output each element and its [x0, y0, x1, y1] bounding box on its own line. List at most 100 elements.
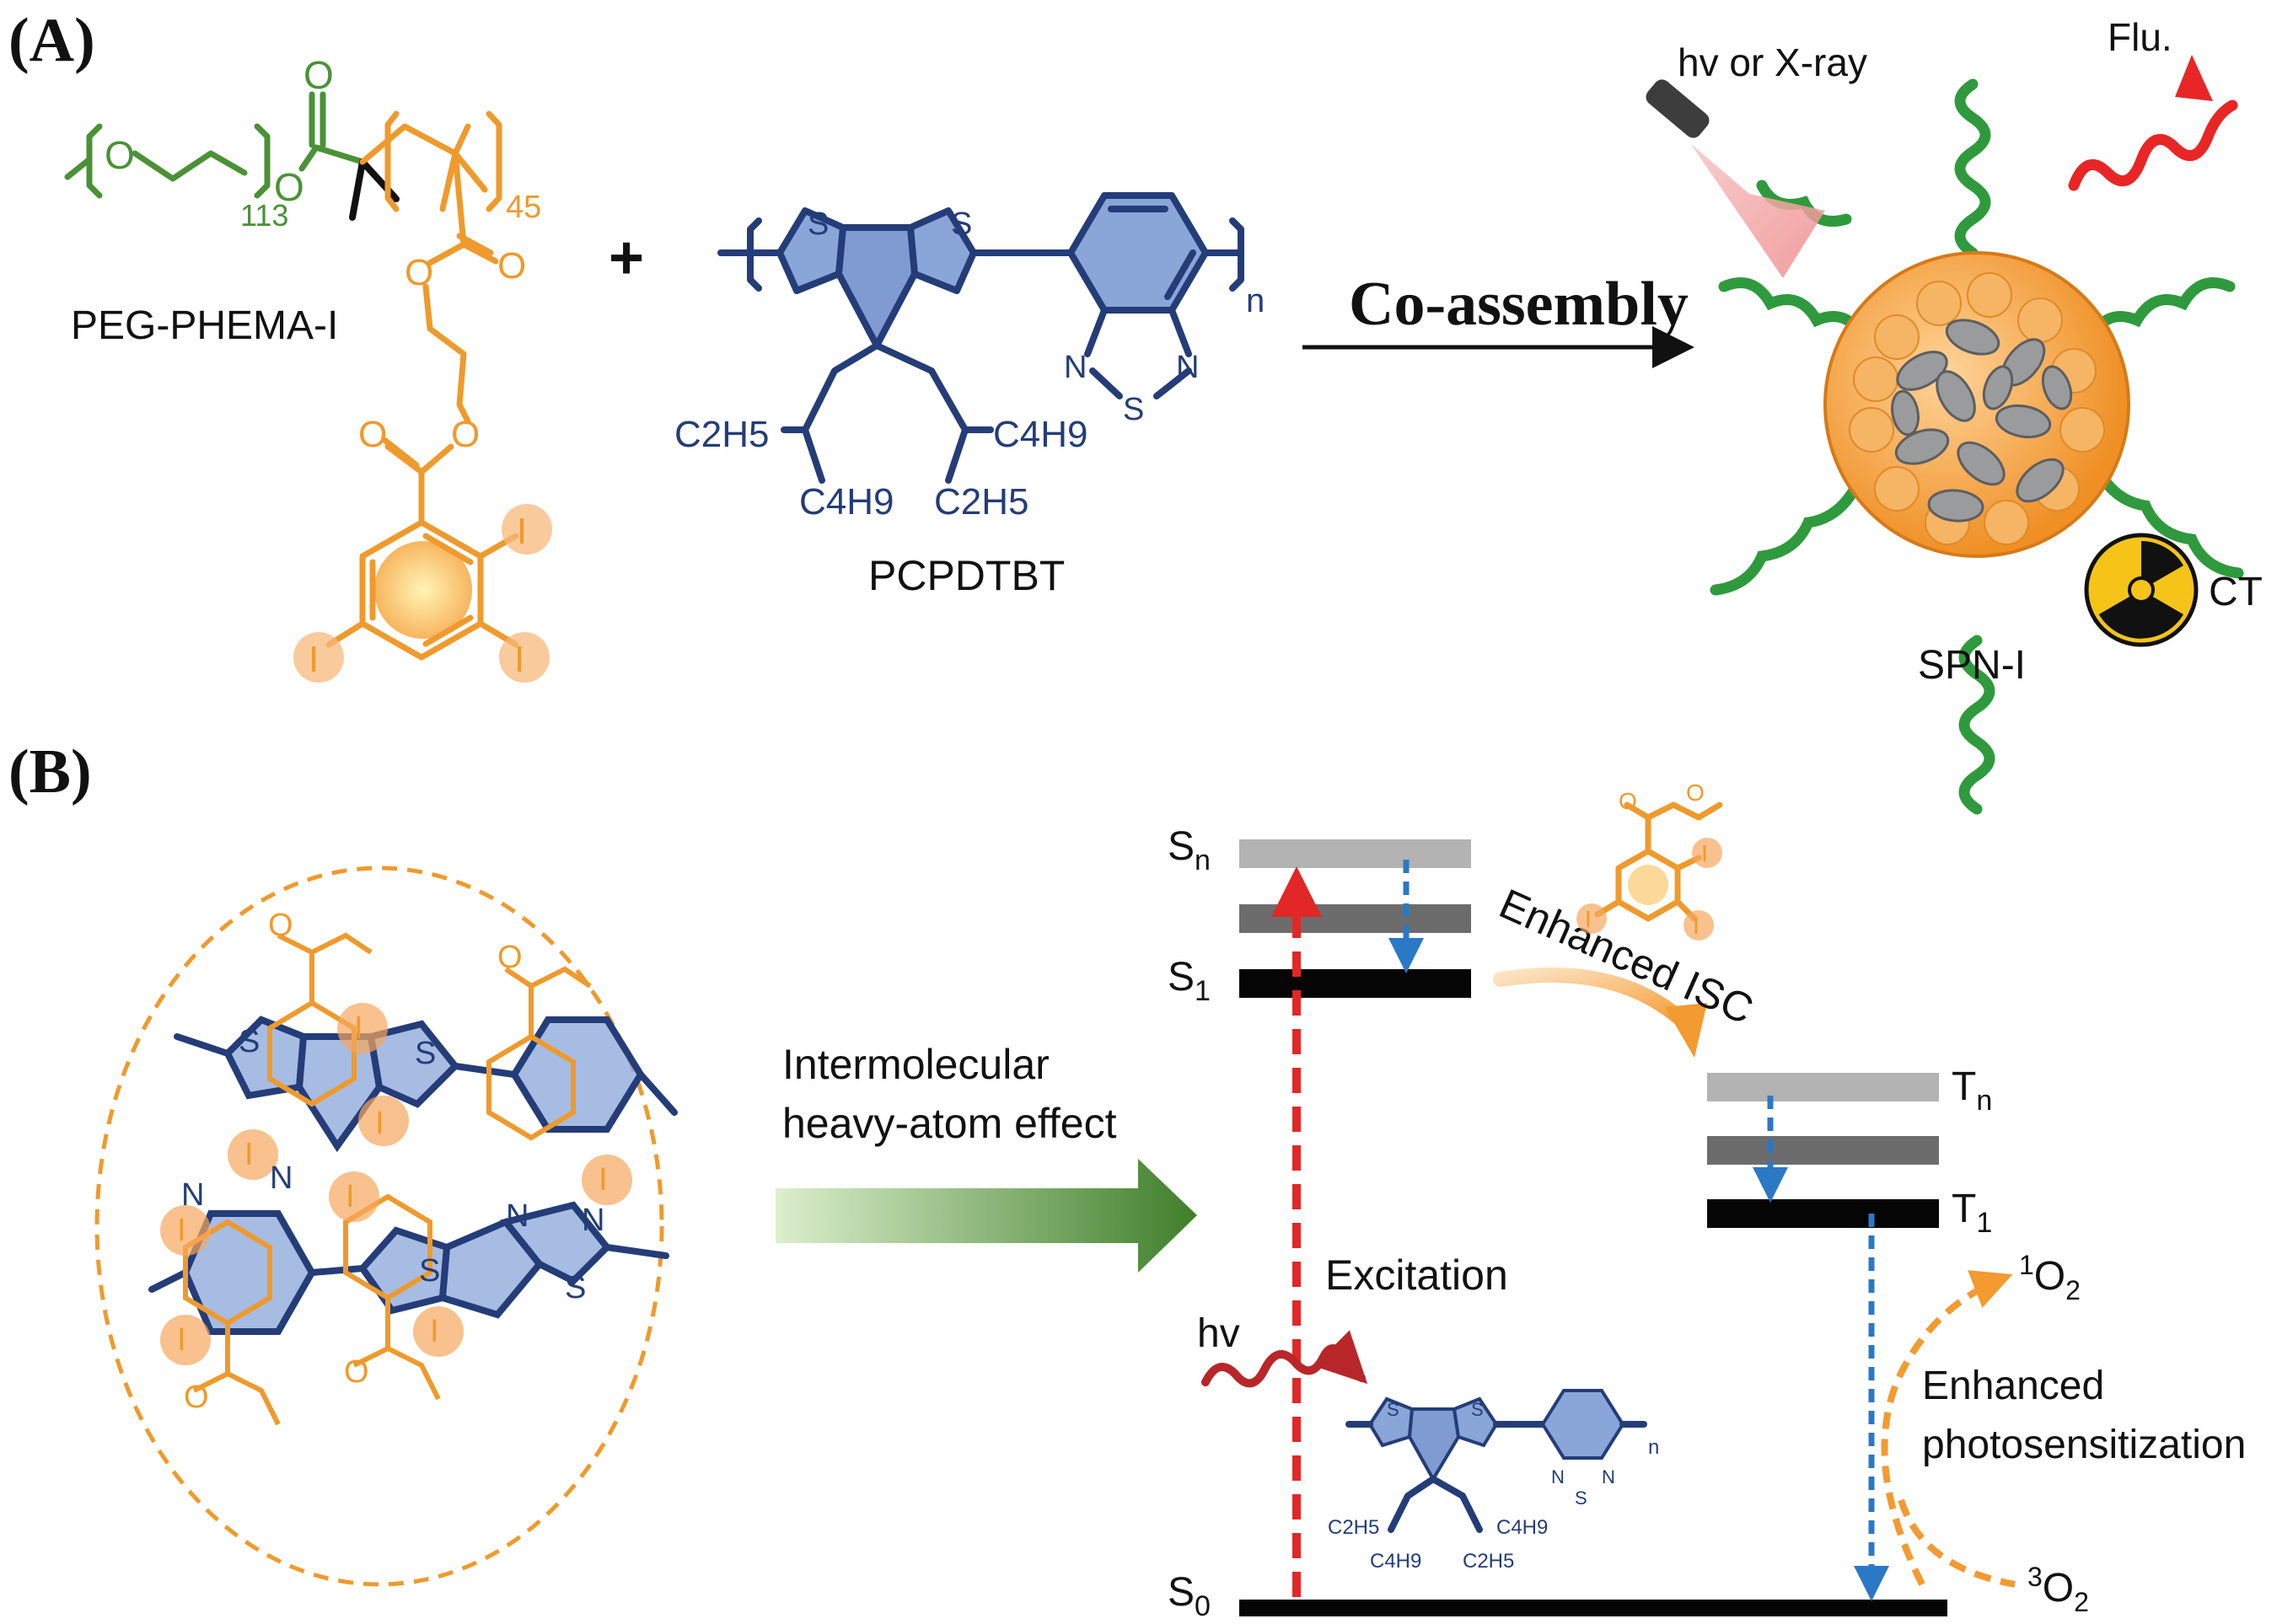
svg-text:I: I	[517, 511, 527, 552]
heavy-atom-effect-arrow: Intermolecular heavy-atom effect	[776, 1041, 1197, 1273]
molecular-packing-circle: S S S S N N N N I I I I I I I I O O O O	[94, 866, 678, 1587]
panel-label-b: (B)	[8, 737, 92, 807]
svg-text:hv: hv	[1197, 1311, 1240, 1356]
svg-text:S: S	[1471, 1399, 1484, 1420]
svg-text:Enhanced: Enhanced	[1922, 1364, 2104, 1408]
svg-text:C4H9: C4H9	[993, 414, 1088, 455]
level-t-mid	[1707, 1136, 1939, 1165]
svg-text:O: O	[303, 53, 334, 97]
level-tn	[1707, 1073, 1939, 1101]
svg-text:C2H5: C2H5	[1328, 1516, 1379, 1539]
svg-text:3O2: 3O2	[2027, 1562, 2089, 1617]
pcpdtbt-structure: S S n N N S C2H5 C4H9 C4H9 C2H5 PCPDTBT	[674, 192, 1265, 599]
jablonski-diagram: Sn S1 Tn T1 S0 Excitation Enhanced ISC O…	[1168, 780, 2246, 1622]
level-s0	[1239, 1600, 1947, 1616]
svg-text:I: I	[309, 639, 319, 680]
svg-text:I: I	[346, 1179, 355, 1214]
peg-repeat-count: 113	[240, 198, 288, 233]
svg-text:1O2: 1O2	[2019, 1250, 2081, 1305]
radiation-icon	[2084, 533, 2199, 647]
photosensitization: Enhanced photosensitization 1O2 3O2	[1881, 1250, 2246, 1617]
hv-photon: hv	[1197, 1311, 1368, 1388]
svg-text:I: I	[1701, 840, 1708, 866]
svg-text:S: S	[1387, 1399, 1399, 1420]
svg-text:N: N	[1064, 350, 1087, 385]
svg-text:O: O	[497, 940, 523, 975]
svg-text:I: I	[375, 1106, 384, 1141]
svg-text:I: I	[599, 1162, 608, 1198]
svg-text:O: O	[497, 245, 526, 287]
svg-text:N: N	[1551, 1466, 1565, 1487]
isc-arrow	[1493, 967, 1707, 1058]
svg-text:O: O	[105, 133, 135, 177]
svg-text:S: S	[808, 206, 829, 242]
spn-i-nanoparticle: hv or X-ray Flu. SPN-I CT	[1646, 15, 2263, 815]
svg-text:I: I	[1585, 906, 1592, 932]
svg-text:S1: S1	[1168, 955, 1211, 1007]
co-assembly-arrow: Co-assembly	[1302, 270, 1694, 368]
svg-text:O: O	[1686, 780, 1705, 806]
svg-text:hv or X-ray: hv or X-ray	[1678, 40, 1867, 84]
svg-text:Co-assembly: Co-assembly	[1349, 270, 1689, 339]
level-t1	[1707, 1199, 1939, 1228]
svg-text:C2H5: C2H5	[674, 414, 770, 455]
svg-text:S: S	[415, 1036, 436, 1071]
np-texture	[1849, 272, 2105, 545]
svg-text:N: N	[181, 1177, 204, 1213]
svg-text:Sn: Sn	[1168, 824, 1211, 876]
svg-text:N: N	[506, 1198, 529, 1234]
svg-text:O: O	[358, 414, 387, 455]
svg-text:Intermolecular: Intermolecular	[782, 1041, 1050, 1088]
light-source-icon	[1646, 79, 1825, 278]
peg-phema-i-structure: O O 113 O 45 PEG-PHEMA-I	[64, 53, 541, 348]
svg-text:T1: T1	[1952, 1187, 1992, 1239]
excitation-label: Excitation	[1325, 1251, 1508, 1299]
plus-sign: +	[609, 224, 644, 292]
svg-text:Tn: Tn	[1952, 1064, 1992, 1117]
svg-text:heavy-atom effect: heavy-atom effect	[782, 1100, 1117, 1147]
svg-text:C2H5: C2H5	[1463, 1550, 1514, 1573]
svg-text:C4H9: C4H9	[1496, 1516, 1548, 1539]
svg-text:n: n	[1246, 282, 1265, 319]
peg-helices	[1710, 78, 2244, 815]
svg-text:S: S	[1123, 392, 1144, 427]
peg-phema-i-label: PEG-PHEMA-I	[71, 303, 338, 348]
level-sn	[1239, 839, 1471, 868]
svg-text:n: n	[1648, 1436, 1659, 1459]
level-s-mid	[1239, 904, 1471, 933]
polymer-domains	[1891, 319, 2073, 523]
svg-text:I: I	[514, 639, 524, 680]
iodobenzoate-icon: O O I I I	[1576, 780, 1723, 941]
svg-text:N: N	[582, 1203, 604, 1238]
svg-text:Flu.: Flu.	[2108, 15, 2172, 59]
pcpdtbt-label: PCPDTBT	[868, 552, 1065, 599]
svg-text:N: N	[270, 1160, 293, 1196]
svg-text:O: O	[405, 252, 433, 293]
svg-text:O: O	[184, 1380, 209, 1415]
svg-text:C4H9: C4H9	[1370, 1550, 1421, 1573]
svg-text:S: S	[565, 1270, 586, 1305]
svg-text:I: I	[354, 1010, 363, 1046]
svg-text:O: O	[451, 414, 480, 455]
iodinated-side-chain: O O O O I I I	[293, 150, 552, 683]
fluorescence-arrow	[2068, 55, 2238, 191]
svg-text:S: S	[1575, 1487, 1587, 1509]
svg-text:photosensitization: photosensitization	[1922, 1423, 2246, 1467]
svg-text:I: I	[430, 1314, 439, 1349]
svg-text:I: I	[177, 1322, 186, 1358]
mini-pcpdtbt: S S N N S n C2H5 C4H9 C4H9 C2H5	[1328, 1389, 1659, 1573]
svg-text:I: I	[177, 1213, 186, 1248]
level-s1	[1239, 969, 1471, 998]
svg-text:S: S	[951, 206, 972, 242]
svg-text:S: S	[239, 1024, 260, 1059]
panel-label-a: (A)	[8, 6, 95, 75]
ct-label: CT	[2209, 570, 2263, 614]
svg-text:S0: S0	[1168, 1570, 1211, 1622]
svg-text:O: O	[268, 908, 293, 943]
svg-text:C4H9: C4H9	[799, 481, 894, 523]
svg-text:C2H5: C2H5	[934, 481, 1029, 523]
svg-text:N: N	[1602, 1466, 1615, 1487]
svg-text:O: O	[274, 165, 304, 209]
svg-text:I: I	[1693, 913, 1700, 939]
